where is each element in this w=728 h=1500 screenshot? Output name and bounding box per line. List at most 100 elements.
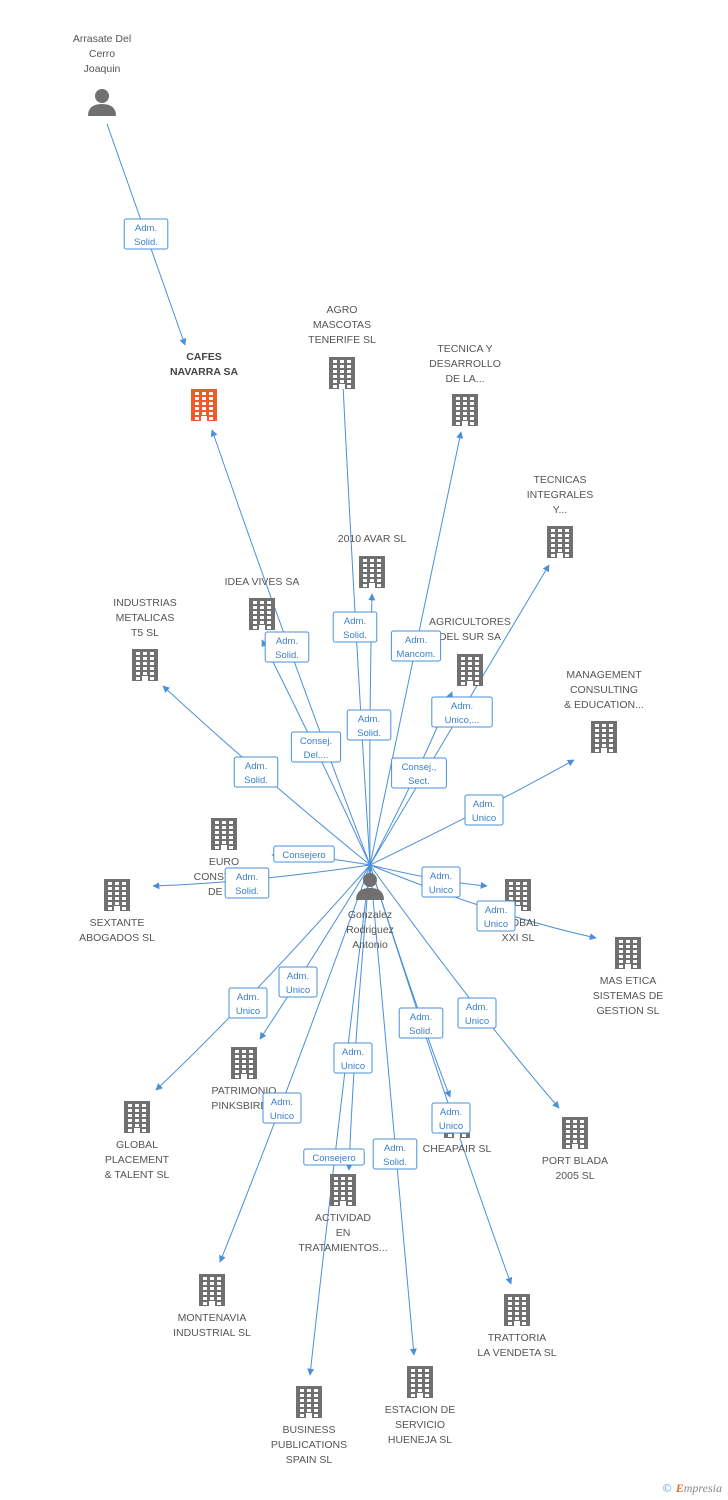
relation-label[interactable]: Adm.Unico: [278, 966, 318, 998]
node-label: MONTENAVIA: [178, 1312, 247, 1324]
relation-label[interactable]: Adm.Unico: [333, 1042, 373, 1074]
node-label: Y...: [553, 504, 567, 516]
node-idea[interactable]: IDEA VIVES SA: [225, 576, 300, 630]
building-icon: [452, 394, 478, 426]
relation-label-text: Solid.: [134, 237, 158, 248]
node-label: XXI SL: [502, 932, 535, 944]
relation-label[interactable]: Adm.Unico: [476, 900, 516, 932]
relation-label[interactable]: Consej.,Sect.: [391, 757, 447, 789]
node-avar[interactable]: 2010 AVAR SL: [338, 533, 407, 588]
node-label: PUBLICATIONS: [271, 1439, 347, 1451]
relation-label-text: Adm.: [440, 1107, 462, 1118]
relation-label[interactable]: Consej.Del....: [290, 731, 342, 763]
building-icon: [296, 1386, 322, 1418]
relation-label[interactable]: Adm. Mancom.: [390, 630, 442, 662]
relation-label[interactable]: Adm.Unico: [262, 1092, 302, 1124]
relation-label-text: Unico: [286, 985, 310, 996]
relation-label-text: Consejero: [312, 1153, 355, 1164]
building-icon: [249, 598, 275, 630]
relation-label[interactable]: Consejero: [273, 845, 335, 863]
relation-label[interactable]: Adm.Unico: [457, 997, 497, 1029]
node-cafes[interactable]: CAFES NAVARRA SA: [170, 351, 238, 421]
node-label: GESTION SL: [596, 1005, 659, 1017]
relation-label[interactable]: Adm.Solid.: [372, 1138, 418, 1170]
node-label: EURO: [209, 856, 239, 868]
node-label: 2010 AVAR SL: [338, 533, 407, 545]
relation-label[interactable]: Adm.Solid.: [233, 756, 279, 788]
relation-label-text: Unico,...: [445, 715, 480, 726]
person-icon: [88, 89, 116, 116]
node-label: TECNICAS: [533, 474, 586, 486]
relation-label[interactable]: Adm.Solid.: [332, 611, 378, 643]
building-icon: [562, 1117, 588, 1149]
edge-gonzalez-actividad: [345, 864, 371, 1171]
edge-gonzalez-trattoria: [369, 864, 513, 1285]
node-label: CAFES: [186, 351, 222, 363]
relation-label[interactable]: Adm.Solid.: [123, 218, 169, 250]
relation-label-text: Adm.: [485, 905, 507, 916]
node-label: Antonio: [352, 939, 388, 951]
node-label: SPAIN SL: [286, 1454, 333, 1466]
node-label: SERVICIO: [395, 1419, 445, 1431]
node-label: INDUSTRIAS: [113, 597, 177, 609]
node-label: NAVARRA SA: [170, 366, 238, 378]
relation-label-text: Adm.: [451, 701, 473, 712]
relation-label[interactable]: Adm.Unico: [431, 1102, 471, 1134]
relation-label[interactable]: Adm.Unico: [228, 987, 268, 1019]
node-label: MAS ETICA: [600, 975, 657, 987]
relation-label-text: Unico: [341, 1061, 365, 1072]
relation-label-text: Consejero: [282, 850, 325, 861]
relation-label-text: Adm.: [237, 992, 259, 1003]
node-tecnicas[interactable]: TECNICASINTEGRALESY...: [527, 474, 594, 558]
node-label: LA VENDETA SL: [477, 1347, 556, 1359]
relation-label-text: Adm.: [405, 635, 427, 646]
node-label: CHEAPAIR SL: [423, 1143, 492, 1155]
node-label: Arrasate Del: [73, 33, 131, 45]
edge-gonzalez-business: [307, 864, 371, 1376]
relation-label-text: Solid.: [383, 1157, 407, 1168]
building-icon: [329, 357, 355, 389]
building-icon: [504, 1294, 530, 1326]
building-icon: [547, 526, 573, 558]
relation-label-text: Adm.: [276, 636, 298, 647]
node-actividad[interactable]: ACTIVIDADENTRATAMIENTOS...: [298, 1174, 388, 1254]
copyright-symbol: ©: [662, 1481, 672, 1495]
node-label: DE LA...: [445, 373, 484, 385]
node-patrimonio[interactable]: PATRIMONIOPINKSBIRD...: [211, 1047, 277, 1112]
node-label: & EDUCATION...: [564, 699, 644, 711]
person-icon: [356, 873, 384, 900]
relation-label[interactable]: Consejero: [303, 1148, 365, 1166]
relation-label[interactable]: Adm.Unico: [464, 794, 504, 826]
building-icon: [231, 1047, 257, 1079]
node-label: T5 SL: [131, 627, 159, 639]
relation-label-text: Solid.: [275, 650, 299, 661]
relation-label[interactable]: Adm.Unico: [421, 866, 461, 898]
relation-label[interactable]: Adm.Solid.: [224, 867, 270, 899]
relation-label-text: Solid.: [343, 630, 367, 641]
relation-label-text: Mancom.: [396, 649, 435, 660]
relation-label[interactable]: Adm. Solid.: [264, 631, 310, 663]
footer-brand[interactable]: ©Empresia: [663, 1481, 722, 1496]
relation-label-text: Unico: [429, 885, 453, 896]
relation-label[interactable]: Adm.Solid.: [398, 1007, 444, 1039]
relation-label[interactable]: Adm.Solid.: [346, 709, 392, 741]
relation-label[interactable]: Adm. Unico,...: [431, 696, 493, 728]
edge-gonzalez-estacion: [369, 864, 417, 1356]
node-label: EN: [336, 1227, 351, 1239]
